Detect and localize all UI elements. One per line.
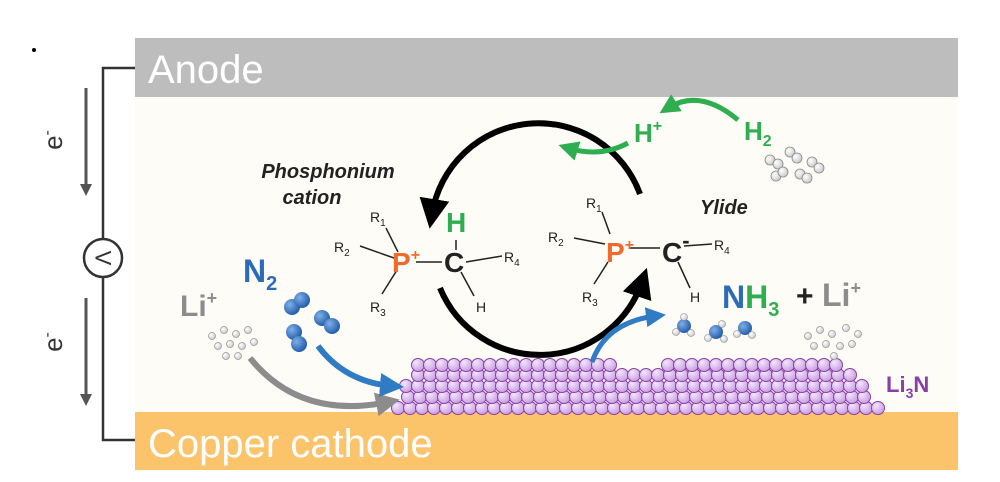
phosphonium-c: C <box>444 247 464 278</box>
phosphonium-h-bottom: H <box>476 299 486 315</box>
lattice-sphere <box>639 368 653 382</box>
cycle-arrow-top <box>419 120 643 229</box>
lattice-sphere <box>661 358 675 372</box>
phosphonium-p: P+ <box>392 247 420 278</box>
hydrogen-label: H2 <box>744 116 772 150</box>
lattice-sphere <box>627 368 641 382</box>
lattice-sphere <box>603 358 617 372</box>
svg-text:R1: R1 <box>586 195 602 215</box>
catalytic-cycle <box>419 120 652 358</box>
ylide-structure: R1 R2 R3 R4 P+ C- H <box>548 195 730 309</box>
lattice-sphere <box>769 358 783 372</box>
electron-label-bottom: e- <box>38 332 68 352</box>
svg-text:R3: R3 <box>582 289 598 309</box>
hydrogen-arrow <box>659 94 740 122</box>
proton-label: H+ <box>634 118 662 148</box>
ammonia-arrow <box>589 307 666 363</box>
lattice-sphere <box>399 379 413 393</box>
lattice-sphere <box>855 379 869 393</box>
lattice-sphere <box>531 358 545 372</box>
nitrogen-arrow <box>315 344 404 397</box>
lattice-sphere <box>781 358 795 372</box>
hydrogen-molecules <box>764 146 825 184</box>
lattice-sphere <box>745 358 759 372</box>
lattice-sphere <box>507 358 521 372</box>
lattice-sphere <box>673 358 687 372</box>
lattice-sphere <box>793 358 807 372</box>
phosphonium-h-top: H <box>446 207 466 238</box>
lattice-sphere <box>423 358 437 372</box>
lattice-sphere <box>459 358 473 372</box>
svg-text:R2: R2 <box>334 239 350 259</box>
lithium-ions-left <box>208 326 258 360</box>
lattice-sphere <box>651 368 665 382</box>
nitrogen-molecules <box>284 292 340 352</box>
voltmeter-label: V <box>91 251 116 266</box>
lattice-sphere <box>757 358 771 372</box>
lithium-right-label: Li+ <box>822 277 861 313</box>
svg-text:R4: R4 <box>714 237 730 257</box>
lattice-sphere <box>555 358 569 372</box>
lattice-sphere <box>709 358 723 372</box>
svg-text:R3: R3 <box>370 299 386 319</box>
lattice-sphere <box>543 358 557 372</box>
lattice-sphere <box>615 368 629 382</box>
electron-label-top: e- <box>38 130 68 150</box>
cycle-arrow-bottom <box>437 267 652 358</box>
ylide-label: Ylide <box>700 197 748 219</box>
ammonia-label: NH3 <box>722 279 779 321</box>
lattice-sphere <box>391 401 405 415</box>
lattice-sphere <box>721 358 735 372</box>
ylide-h-bottom: H <box>690 289 700 305</box>
ylide-c: C- <box>662 228 690 268</box>
lattice-sphere <box>871 401 885 415</box>
lattice-sphere <box>411 358 425 372</box>
lattice-sphere <box>447 358 461 372</box>
lattice-sphere <box>829 358 843 372</box>
anode-bar <box>135 38 958 97</box>
phosphonium-label: Phosphonium <box>261 161 394 183</box>
proton-arrow <box>558 140 630 161</box>
lithium-ions-right <box>804 324 862 360</box>
lattice-sphere <box>733 358 747 372</box>
lithium-arrow <box>247 356 400 417</box>
ammonia-molecules <box>672 313 756 343</box>
lattice-sphere <box>567 358 581 372</box>
nitrogen-label: N2 <box>243 253 277 295</box>
svg-text:R1: R1 <box>370 209 386 229</box>
lattice-sphere <box>697 358 711 372</box>
stray-dot <box>32 48 36 52</box>
lattice-sphere <box>805 358 819 372</box>
lattice-sphere <box>519 358 533 372</box>
cathode-label: Copper cathode <box>148 422 433 466</box>
ylide-p: P+ <box>606 237 634 268</box>
lattice-sphere <box>495 358 509 372</box>
lattice-sphere <box>435 358 449 372</box>
lattice-sphere <box>483 358 497 372</box>
phosphonium-structure: R1 R2 R3 R4 P+ C H H <box>334 207 520 319</box>
nitride-label: Li3N <box>886 372 929 401</box>
nitride-lattice <box>391 358 885 415</box>
svg-text:R2: R2 <box>548 229 564 249</box>
lithium-left-label: Li+ <box>180 288 217 323</box>
circuit-wire <box>101 66 135 442</box>
lattice-sphere <box>843 368 857 382</box>
anode-label: Anode <box>148 48 264 92</box>
svg-text:R4: R4 <box>504 249 520 269</box>
lattice-sphere <box>817 358 831 372</box>
cation-label: cation <box>283 187 342 209</box>
lattice-sphere <box>471 358 485 372</box>
cathode-bar <box>135 412 958 470</box>
lattice-sphere <box>685 358 699 372</box>
plus-label: + <box>796 280 814 313</box>
voltmeter: V <box>82 237 124 279</box>
